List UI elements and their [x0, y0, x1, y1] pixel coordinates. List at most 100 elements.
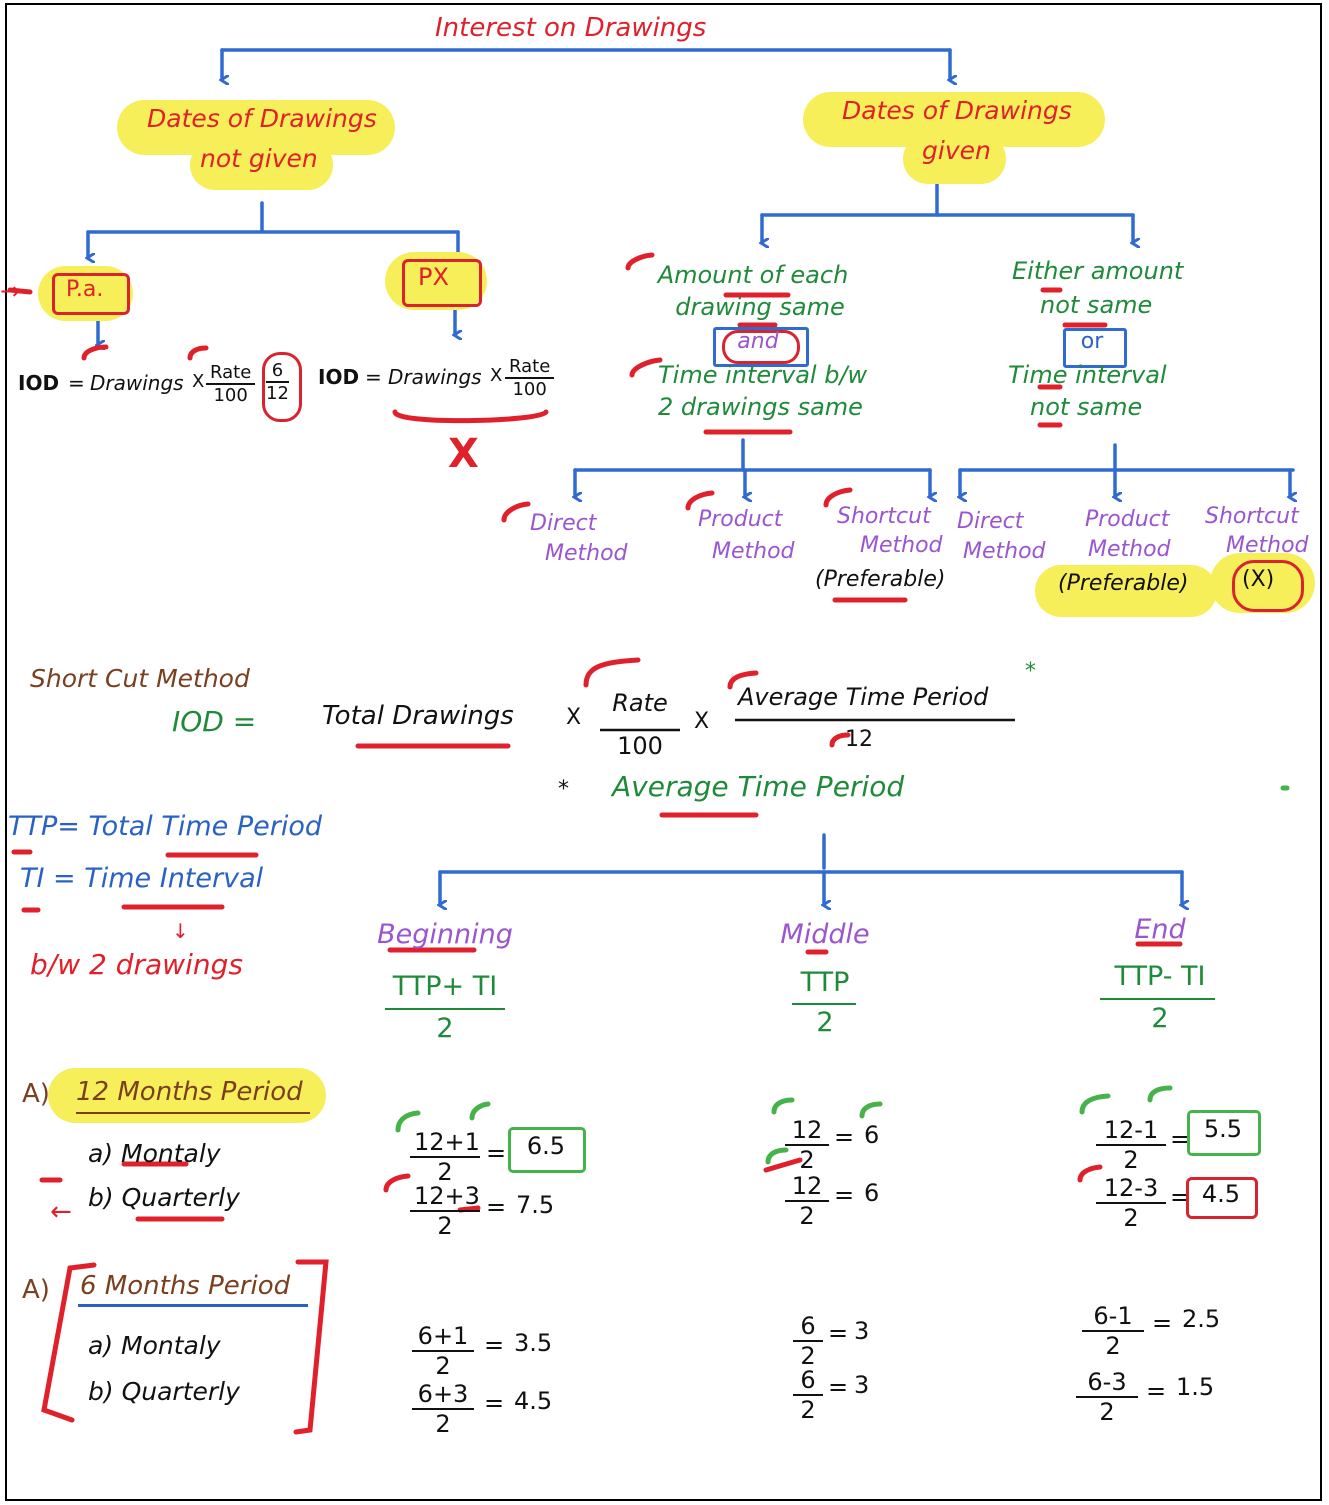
p12-r1-c3-box — [1187, 1110, 1261, 1156]
period12-title-underline — [76, 1112, 310, 1114]
page-frame — [5, 3, 1322, 1501]
iod-label-1: IOD — [18, 371, 60, 395]
p12-r1-c3-res: 5.5 — [1203, 1115, 1243, 1143]
p12-r1-c1-eq: = — [486, 1139, 507, 1167]
cond-not-line1: Either amount — [1012, 257, 1184, 285]
period12-b: b) Quarterly — [88, 1183, 240, 1212]
method-shortcut-r-l1: Shortcut — [1205, 504, 1299, 529]
atp-heading: Average Time Period — [612, 770, 905, 803]
p12-r2-c3-box — [1186, 1177, 1258, 1219]
cond-not-connector: or — [1080, 329, 1104, 354]
shortcut-rate: Rate — [612, 689, 668, 717]
highlight — [903, 134, 1006, 184]
or-box — [1063, 328, 1127, 368]
highlight — [1035, 565, 1217, 617]
px-label: PX — [418, 263, 449, 291]
cond-same-connector: and — [737, 329, 779, 354]
p6-r2-c1-eq: = — [484, 1389, 505, 1417]
period6-heading: A) — [22, 1275, 50, 1305]
shortcut-x-1: X — [566, 705, 582, 730]
drawings-1: Drawings — [90, 371, 184, 395]
p6-r2-c3-res: 1.5 — [1176, 1373, 1215, 1401]
p6-r2-c1-res: 4.5 — [514, 1387, 553, 1415]
p6-r2-c2-eq: = — [828, 1373, 849, 1401]
arrow-marker: → — [0, 277, 21, 305]
p6-r1-c3-eq: = — [1152, 1309, 1173, 1337]
green-annotations — [395, 785, 1290, 1165]
period12-title: 12 Months Period — [76, 1077, 303, 1107]
and-circle — [722, 330, 800, 364]
method-product-r-l2: Method — [1088, 537, 1171, 562]
cross-mark: X — [448, 431, 479, 477]
method-direct-l2: Method — [545, 541, 628, 566]
p12-r2-c3-eq: = — [1170, 1183, 1191, 1211]
p12-r2-c1-res: 7.5 — [516, 1191, 555, 1219]
timing-middle-bar — [792, 1003, 856, 1005]
period6-b: b) Quarterly — [88, 1377, 240, 1406]
timing-beginning-label: Beginning — [377, 919, 513, 950]
cond-not-line4: not same — [1030, 393, 1143, 421]
page-title: Interest on Drawings — [435, 13, 707, 43]
method-product-r-note: (Preferable) — [1058, 571, 1189, 596]
period12-arrow: ← — [50, 1197, 72, 1227]
p12-r1-c1-res: 6.5 — [526, 1132, 566, 1160]
shortcut-twelve: 12 — [845, 727, 873, 752]
pa-label: P.a. — [66, 277, 104, 302]
p12-r2-c1-eq: = — [486, 1193, 507, 1221]
timing-middle-label: Middle — [780, 919, 870, 950]
and-box — [713, 327, 809, 367]
p6-r2-c2-res: 3 — [854, 1371, 870, 1399]
method-shortcut-l2: Method — [860, 533, 943, 558]
method-product-r-l1: Product — [1085, 507, 1170, 532]
shortcut-x-circle — [1232, 560, 1304, 612]
px-box — [402, 259, 482, 307]
branch-right-line1: Dates of Drawings — [842, 96, 1072, 125]
branch-left-line2: not given — [200, 144, 318, 173]
p12-r2-c3-res: 4.5 — [1201, 1180, 1241, 1208]
iod-label-2: IOD — [318, 365, 360, 389]
method-shortcut-r-note: (X) — [1242, 567, 1275, 592]
method-shortcut-l1: Shortcut — [837, 504, 931, 529]
cond-not-line2: not same — [1040, 291, 1153, 319]
branch-right-line2: given — [922, 136, 991, 165]
shortcut-heading: Short Cut Method — [30, 664, 250, 693]
cond-same-line1: Amount of each — [657, 261, 849, 289]
period6-title: 6 Months Period — [80, 1271, 291, 1301]
p12-r1-c3-eq: = — [1170, 1125, 1191, 1153]
period6-a: a) Montaly — [88, 1331, 221, 1360]
shortcut-atp: Average Time Period — [738, 683, 989, 711]
p12-r1-c1-box — [508, 1127, 586, 1173]
timing-beginning-num: TTP+ TI — [392, 971, 498, 1002]
cond-same-line3: Time interval b/w — [658, 361, 868, 389]
red-brackets — [39, 1177, 329, 1435]
period12-a: a) Montaly — [88, 1139, 221, 1168]
pa-box — [52, 273, 130, 315]
timing-beginning-den: 2 — [436, 1013, 454, 1044]
six-twelve-circle — [262, 352, 302, 422]
branch-left-line1: Dates of Drawings — [147, 104, 377, 133]
p12-r2-c2-res: 6 — [864, 1179, 880, 1207]
period6-title-underline — [78, 1304, 308, 1307]
method-direct-r-l2: Method — [963, 539, 1046, 564]
p6-r1-c2-eq: = — [828, 1319, 849, 1347]
timing-beginning-bar — [385, 1008, 505, 1010]
p6-r1-c3-res: 2.5 — [1182, 1305, 1221, 1333]
shortcut-iod: IOD = — [172, 705, 257, 738]
legend-ti: TI = Time Interval — [20, 863, 264, 894]
times-2: X — [490, 365, 503, 386]
timing-end-label: End — [1134, 914, 1186, 945]
shortcut-hundred: 100 — [617, 732, 663, 760]
times-1: X — [192, 371, 205, 392]
period12-heading: A) — [22, 1079, 50, 1109]
p6-r1-c2-res: 3 — [854, 1317, 870, 1345]
